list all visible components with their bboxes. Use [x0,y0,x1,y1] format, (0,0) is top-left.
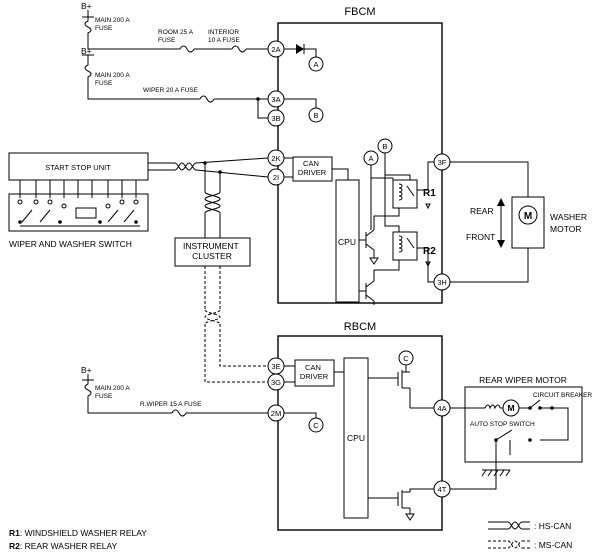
svg-text:2I: 2I [273,173,279,182]
connector-b-top [308,107,324,123]
washer-front-label: FRONT [466,232,495,242]
switch-wires [19,180,137,198]
svg-text:3F: 3F [438,158,447,167]
svg-text:4T: 4T [438,485,447,494]
fbcm-pin-3b [267,109,285,127]
svg-text:M: M [507,403,514,413]
washer-rear-label: REAR [470,206,494,216]
up-arrow-icon [497,198,505,206]
svg-text:C: C [403,354,409,363]
main-fuse-3-label: MAIN 200 A FUSE [95,385,131,400]
rear-motor-coil-icon [484,404,501,410]
rear-wiper-motor [464,386,583,463]
rwiper-fuse-label: R.WIPER 15 A FUSE [140,401,202,408]
svg-text:3G: 3G [271,378,281,387]
main-fuse-1-icon [84,17,92,37]
start-stop-unit-label: START STOP UNIT [45,163,111,172]
main-fuse-1-label: MAIN 200 A FUSE [95,17,131,32]
svg-text:M: M [524,211,532,222]
rbcm-transistor-1 [368,365,411,408]
svg-text:A: A [368,154,373,163]
wiper-fuse-icon [199,95,215,103]
washer-motor-label: WASHER MOTOR [550,212,589,234]
svg-text:2M: 2M [271,409,281,418]
svg-text:A: A [313,60,318,69]
rbcm-transistor-2 [368,490,415,521]
switch-contacts-icon [17,199,140,227]
wiper-switch-label: WIPER AND WASHER SWITCH [9,239,132,249]
b-plus-label-1: B+ [81,1,92,11]
interior-fuse-icon [231,45,247,53]
room-fuse-icon [179,45,195,53]
svg-text:B: B [313,111,318,120]
ms-can-twist [204,309,221,325]
down-arrow-icon [497,240,505,248]
relay-r2-label: R2 [423,246,436,257]
main-fuse-2-label: MAIN 200 A FUSE [95,72,131,87]
fbcm-title: FBCM [344,6,375,18]
b-plus-label-3: B+ [81,365,92,375]
rwiper-fuse-icon [171,409,187,417]
circuit-breaker-icon [529,399,552,409]
diode-icon [296,44,304,54]
instrument-cluster-label: INSTRUMENT CLUSTER [183,241,241,261]
svg-text:2A: 2A [271,45,280,54]
rear-wiper-motor-title: REAR WIPER MOTOR [479,375,567,385]
rbcm-title: RBCM [344,321,376,333]
wiper-fuse-label: WIPER 20 A FUSE [143,87,199,94]
interior-fuse-label: INTERIOR 10 A FUSE [208,29,241,44]
svg-text:4A: 4A [437,404,446,413]
circuit-breaker-label: CIRCUIT BREAKER [533,392,592,399]
legend-hs-can: : HS-CAN [534,521,571,531]
svg-text:3H: 3H [437,278,447,287]
relay-r2 [392,231,418,261]
instrument-cluster [174,237,251,267]
connector-c-2m [308,417,324,433]
auto-stop-switch-label: AUTO STOP SWITCH [470,421,535,428]
fbcm-can-driver [292,156,333,182]
rbcm-can-driver [294,359,335,387]
svg-text:3B: 3B [271,114,280,123]
svg-text:CPU: CPU [338,237,356,247]
svg-text:CPU: CPU [347,433,365,443]
legend-r1: R1: WINDSHIELD WASHER RELAY [9,528,147,538]
svg-text:C: C [313,421,319,430]
main-fuse-2-icon [84,61,92,81]
fbcm-cpu [335,179,360,303]
b-plus-label-2: B+ [81,46,92,56]
svg-text:CAN DRIVER: CAN DRIVER [298,159,327,177]
hs-can-twist-1 [174,162,197,171]
start-stop-unit [8,152,149,181]
legend-ms-can-symbol [488,540,530,549]
main-fuse-3-icon [84,380,92,400]
connector-a-top [308,56,324,72]
room-fuse-label: ROOM 25 A FUSE [158,29,195,44]
washer-motor-icon [518,205,538,225]
relay-r1 [392,179,418,209]
relay-r1-coil-icon [398,183,403,201]
svg-text:3A: 3A [271,95,280,104]
svg-text:2K: 2K [271,154,280,163]
rbcm-cpu [343,357,369,519]
hs-can-twist-2 [204,191,221,214]
legend-r2: R2: REAR WASHER RELAY [9,541,118,551]
svg-text:B: B [382,142,387,151]
fbcm-transistor-2 [359,280,375,305]
legend-hs-can-symbol [488,521,530,530]
relay-r2-coil-icon [398,235,403,253]
svg-text:3E: 3E [271,362,280,371]
fbcm-transistor-1 [359,229,379,265]
svg-text:CAN DRIVER: CAN DRIVER [300,363,329,381]
legend-ms-can: : MS-CAN [534,540,572,550]
relay-r1-label: R1 [423,188,436,199]
